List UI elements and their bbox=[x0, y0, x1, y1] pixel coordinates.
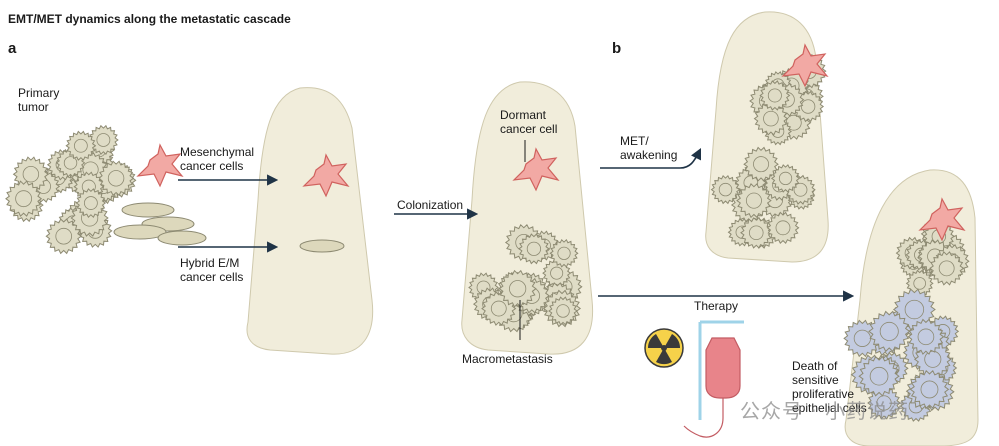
mesenchymal-cell bbox=[781, 43, 829, 88]
mesenchymal-cell bbox=[918, 197, 966, 242]
arrow-met-awakening bbox=[600, 147, 702, 169]
metastasis-cell-nucleus bbox=[793, 182, 808, 197]
metastasis-cell bbox=[740, 216, 773, 249]
label-dormant-1: Dormant bbox=[500, 108, 547, 122]
hybrid-cells bbox=[113, 202, 345, 253]
metastasis-cell-nucleus bbox=[775, 220, 791, 236]
metastasis-cell bbox=[759, 80, 791, 111]
metastasis-cell bbox=[736, 183, 772, 219]
dying-cell bbox=[909, 369, 950, 409]
residual-cell bbox=[905, 269, 934, 298]
mesenchymal-cell bbox=[136, 143, 184, 188]
tumor-cell-nucleus bbox=[15, 190, 33, 208]
metastasis-cell-nucleus bbox=[778, 171, 793, 186]
figure-title: EMT/MET dynamics along the metastatic ca… bbox=[8, 12, 291, 26]
label-hybrid-2: cancer cells bbox=[180, 270, 244, 284]
macrometastasis-cell-nucleus bbox=[550, 266, 564, 280]
label-primary-tumor-1: Primary bbox=[18, 86, 60, 100]
metastasis-cell-nucleus bbox=[745, 192, 762, 209]
tumor-cell bbox=[5, 180, 43, 217]
residual-cell bbox=[929, 251, 965, 286]
macrometastasis-cell bbox=[548, 296, 578, 326]
tumor-cell-nucleus bbox=[107, 170, 125, 187]
metastasis-cell-nucleus bbox=[767, 88, 782, 103]
label-mesenchymal-2: cancer cells bbox=[180, 159, 244, 173]
metastasis-cell-nucleus bbox=[763, 110, 779, 127]
tumor-cell bbox=[45, 218, 83, 255]
tumor-cell-nucleus bbox=[63, 156, 78, 170]
macrometastasis-cell-nucleus bbox=[526, 241, 542, 256]
metastasis-cell bbox=[743, 146, 779, 182]
mesenchymal-cell bbox=[512, 147, 560, 192]
dying-cell bbox=[907, 318, 945, 355]
watermark-text: 公众号 · 小药说药 bbox=[740, 399, 910, 423]
metastasis-cell bbox=[766, 211, 800, 245]
metastasis-cell-nucleus bbox=[748, 225, 764, 241]
mesenchymal-cell bbox=[302, 153, 350, 198]
residual-cell-nucleus bbox=[913, 277, 926, 290]
label-death-3: proliferative bbox=[792, 387, 855, 401]
tumor-cell bbox=[75, 188, 107, 219]
label-death-2: sensitive bbox=[792, 373, 839, 387]
label-mesenchymal-1: Mesenchymal bbox=[180, 145, 255, 159]
dying-cell-nucleus bbox=[904, 299, 925, 320]
tumor-cell-nucleus bbox=[22, 166, 40, 183]
lung-silhouette bbox=[246, 87, 374, 355]
tumor-cell-nucleus bbox=[73, 138, 88, 153]
dying-cell-nucleus bbox=[876, 395, 892, 411]
label-macrometastasis: Macrometastasis bbox=[462, 352, 553, 366]
label-met-awakening-1: MET/ bbox=[620, 134, 649, 148]
label-death-4: epithelial cells bbox=[792, 401, 867, 415]
dying-cell-nucleus bbox=[869, 366, 889, 386]
label-dormant-2: cancer cell bbox=[500, 122, 558, 136]
tumor-cell-nucleus bbox=[55, 227, 73, 245]
tumor-cell-nucleus bbox=[96, 133, 111, 147]
metastasis-cell-nucleus bbox=[800, 99, 816, 114]
macrometastasis-cell bbox=[549, 238, 579, 268]
dying-cell bbox=[868, 310, 911, 353]
tumor-cell bbox=[65, 130, 97, 161]
macrometastasis-cell bbox=[498, 269, 537, 308]
panel-label-a: a bbox=[8, 40, 17, 57]
label-primary-tumor-2: tumor bbox=[18, 100, 49, 114]
dying-cell-nucleus bbox=[917, 328, 935, 346]
residual-cell-nucleus bbox=[938, 260, 955, 277]
radiation-icon bbox=[644, 328, 684, 368]
dying-cell bbox=[858, 355, 900, 397]
iv-bag-icon bbox=[683, 320, 744, 438]
macrometastasis-cell-nucleus bbox=[556, 304, 570, 318]
label-met-awakening-2: awakening bbox=[620, 148, 678, 162]
dying-cell-nucleus bbox=[920, 380, 939, 399]
label-therapy: Therapy bbox=[694, 299, 739, 313]
metastasis-cell bbox=[770, 164, 801, 193]
macrometastasis-cell-nucleus bbox=[509, 280, 527, 298]
tumor-cell-nucleus bbox=[83, 196, 98, 210]
label-colonization: Colonization bbox=[397, 198, 464, 212]
metastasis-cell-nucleus bbox=[753, 156, 770, 173]
panel-label-b: b bbox=[612, 40, 622, 57]
macrometastasis-cell-nucleus bbox=[490, 300, 507, 317]
dying-cell-nucleus bbox=[879, 321, 899, 341]
label-hybrid-1: Hybrid E/M bbox=[180, 256, 240, 270]
metastasis-cell-nucleus bbox=[718, 182, 733, 197]
macrometastasis-cell bbox=[518, 233, 550, 265]
macrometastasis-cell-nucleus bbox=[557, 246, 571, 260]
label-death-1: Death of bbox=[792, 359, 838, 373]
metastasis-cell bbox=[710, 174, 741, 205]
